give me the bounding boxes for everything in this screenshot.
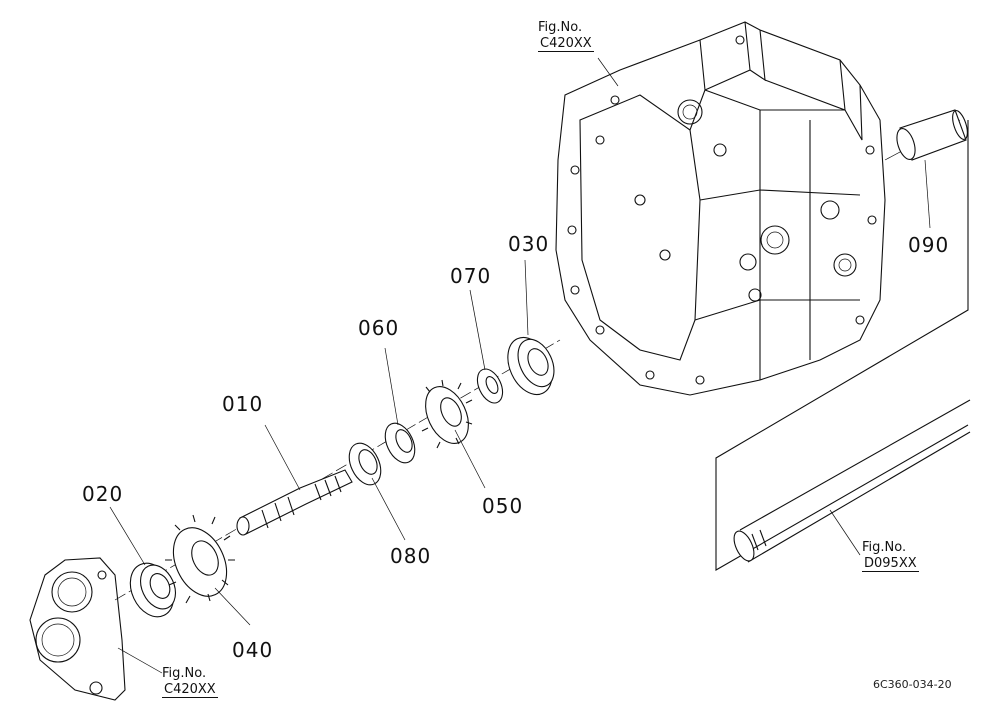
transmission-case [555, 21, 886, 396]
part-050-gear [421, 379, 473, 449]
part-label-030: 030 [508, 232, 550, 256]
part-030-bearing [507, 336, 555, 396]
part-label-080: 080 [390, 544, 432, 568]
fig-reference-cover: Fig.No. C420XX [162, 666, 218, 698]
fig-reference-prefix: Fig.No. [162, 666, 207, 681]
part-label-050: 050 [482, 494, 524, 518]
part-020-bearing [129, 562, 177, 618]
part-070-washer [476, 368, 504, 404]
part-040-gear [165, 514, 235, 604]
front-cover [29, 557, 126, 701]
fig-reference-prefix: Fig.No. [862, 540, 907, 555]
part-label-070: 070 [450, 264, 492, 288]
part-label-060: 060 [358, 316, 400, 340]
shaft-assembly [715, 120, 971, 571]
part-label-020: 020 [82, 482, 124, 506]
fig-reference-code: C420XX [162, 682, 218, 698]
fig-reference-code: D095XX [862, 556, 919, 572]
part-label-010: 010 [222, 392, 264, 416]
part-010-shaft [236, 469, 353, 536]
part-090-bushing [896, 109, 968, 161]
part-label-040: 040 [232, 638, 274, 662]
part-080-collar [348, 442, 382, 486]
part-060-needle-bearing [384, 422, 416, 464]
fig-reference-code: C420XX [538, 36, 594, 52]
fig-reference-case: Fig.No. C420XX [538, 20, 594, 52]
leader-lines [109, 57, 931, 674]
fig-reference-shaft: Fig.No. D095XX [862, 540, 919, 572]
drawing-code: 6C360-034-20 [873, 678, 952, 691]
fig-reference-prefix: Fig.No. [538, 20, 583, 35]
part-label-090: 090 [908, 233, 950, 257]
